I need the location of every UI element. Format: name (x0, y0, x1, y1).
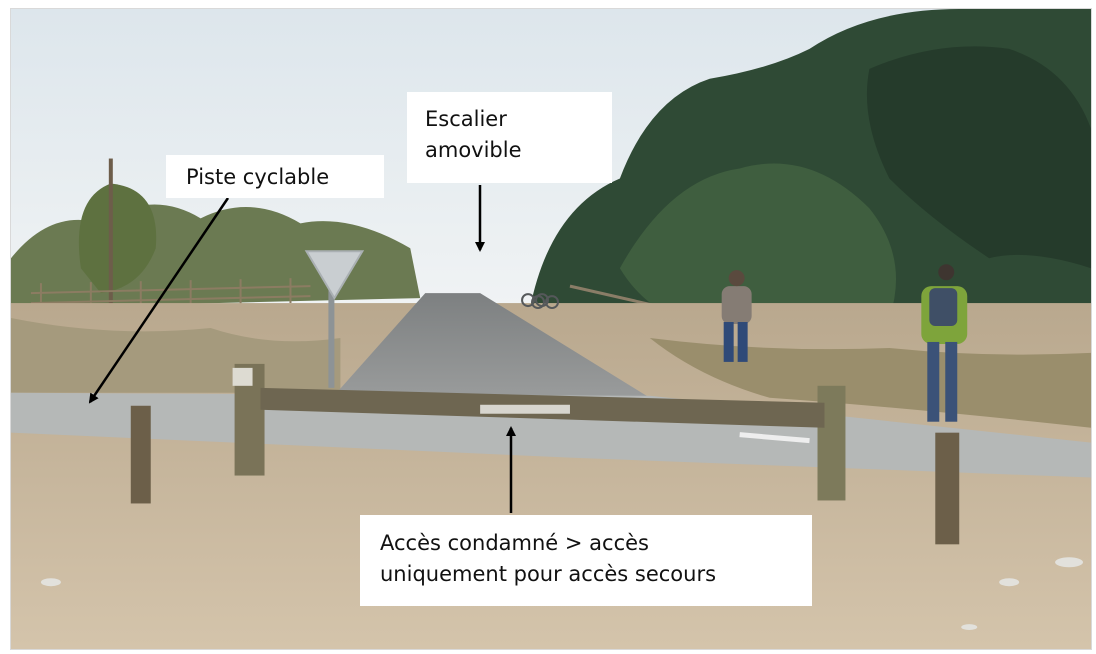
bollard-right (935, 432, 960, 545)
person-man (721, 270, 752, 362)
stones (40, 557, 1084, 631)
label-acces-condamne: Accès condamné > accès uniquement pour a… (360, 515, 812, 606)
parked-bicycles (521, 293, 559, 310)
person-hiker (921, 264, 968, 422)
barrier-plate (480, 404, 570, 414)
label-escalier-amovible: Escalier amovible (407, 92, 612, 183)
access-road (330, 293, 650, 400)
cycle-path-marking (739, 432, 810, 444)
grass-right (649, 337, 1091, 428)
cypress-highlight (619, 163, 897, 332)
label-piste-cyclable: Piste cyclable (166, 155, 384, 198)
sign-pole (328, 283, 335, 388)
barrier-sign (232, 367, 253, 386)
cypress-dark (866, 46, 1091, 269)
tree-left-trunk (108, 158, 113, 309)
bollard-left (130, 405, 151, 504)
yield-sign (304, 250, 365, 301)
